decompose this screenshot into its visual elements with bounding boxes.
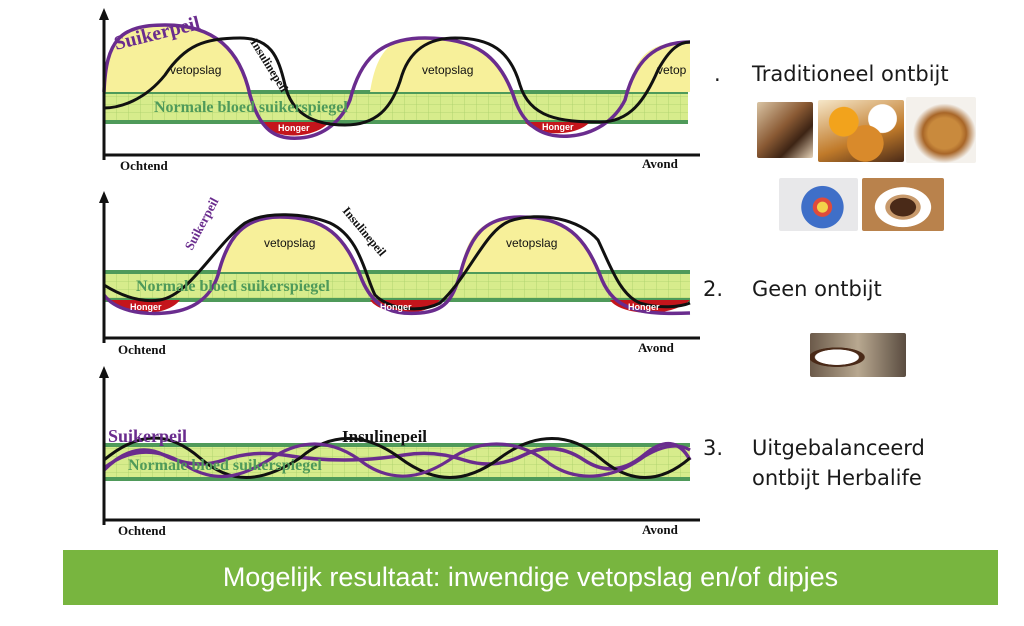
insulin-curve [103,436,691,479]
chart-traditional-svg: Suikerpeil Insulinepeil vetopslag vetops… [99,8,700,173]
fat-label: vetopslag [422,63,473,77]
normal-band-label: Normale bloed suikerspiegel [128,457,322,474]
x-start-label: Ochtend [118,342,166,357]
sugar-curve [102,441,692,472]
hunger-area [260,122,330,136]
fat-label: vetopslag [170,63,221,77]
fat-label: vetopslag [264,236,315,250]
hunger-label: Honger [130,302,162,312]
insulin-label: Insulinepeil [247,36,291,95]
normal-band-label: Normale bloed suikerspiegel [136,278,330,295]
chocolate-toast-photo [862,178,944,231]
insulin-curve [103,213,691,311]
option-balanced-label-line2: ontbijt Herbalife [752,466,922,490]
option-traditional-label: Traditioneel ontbijt [752,62,949,86]
chart-balanced-breakfast: Suikerpeil Insulinepeil Normale bloed su… [80,360,710,540]
option-balanced-label-line1: Uitgebalanceerd [752,436,925,460]
insulin-curve [103,36,691,127]
chart-balanced-svg: Suikerpeil Insulinepeil Normale bloed su… [99,366,700,538]
result-banner-text: Mogelijk resultaat: inwendige vetopslag … [222,562,839,592]
hunger-label: Honger [507,302,539,312]
hunger-label: Honger [628,302,660,312]
option-no-breakfast-label: Geen ontbijt [752,277,882,301]
chart-no-breakfast-svg: Suikerpeil Insulinepeil vetopslag vetops… [99,191,700,357]
option-number: 2. [703,277,724,301]
x-start-label: Ochtend [120,158,168,173]
hunger-label: Honger [278,123,310,133]
result-banner: Mogelijk resultaat: inwendige vetopslag … [63,550,998,605]
fat-label: vetopslag [506,236,557,250]
sugar-curve [102,23,691,140]
croissant-photo [818,100,904,162]
fat-label: vetop [657,63,687,77]
normal-band-label: Normale bloed suikerspiegel [154,99,348,116]
hunger-label: Honger [380,302,412,312]
insulin-label: Insulinepeil [342,427,427,446]
option-number: 3. [703,436,724,460]
hunger-label: Honger [542,122,574,132]
pastry-photo [906,97,976,163]
coffee-cigarette-photo [810,333,906,377]
fat-area [220,217,360,272]
x-end-label: Avond [642,522,679,537]
chart-no-breakfast: Suikerpeil Insulinepeil vetopslag vetops… [80,185,710,360]
x-end-label: Avond [642,156,679,171]
fat-area [370,38,512,92]
sugar-curve [103,442,691,479]
sugar-label: Suikerpeil [181,195,221,253]
bread-photo [757,102,813,158]
chart-traditional-breakfast: Suikerpeil Insulinepeil vetopslag vetops… [80,0,710,180]
option-number: . [714,62,721,86]
sugar-label: Suikerpeil [108,426,187,446]
x-start-label: Ochtend [118,523,166,538]
x-end-label: Avond [638,340,675,355]
cereal-photo [779,178,858,231]
sugar-curve [102,215,691,316]
